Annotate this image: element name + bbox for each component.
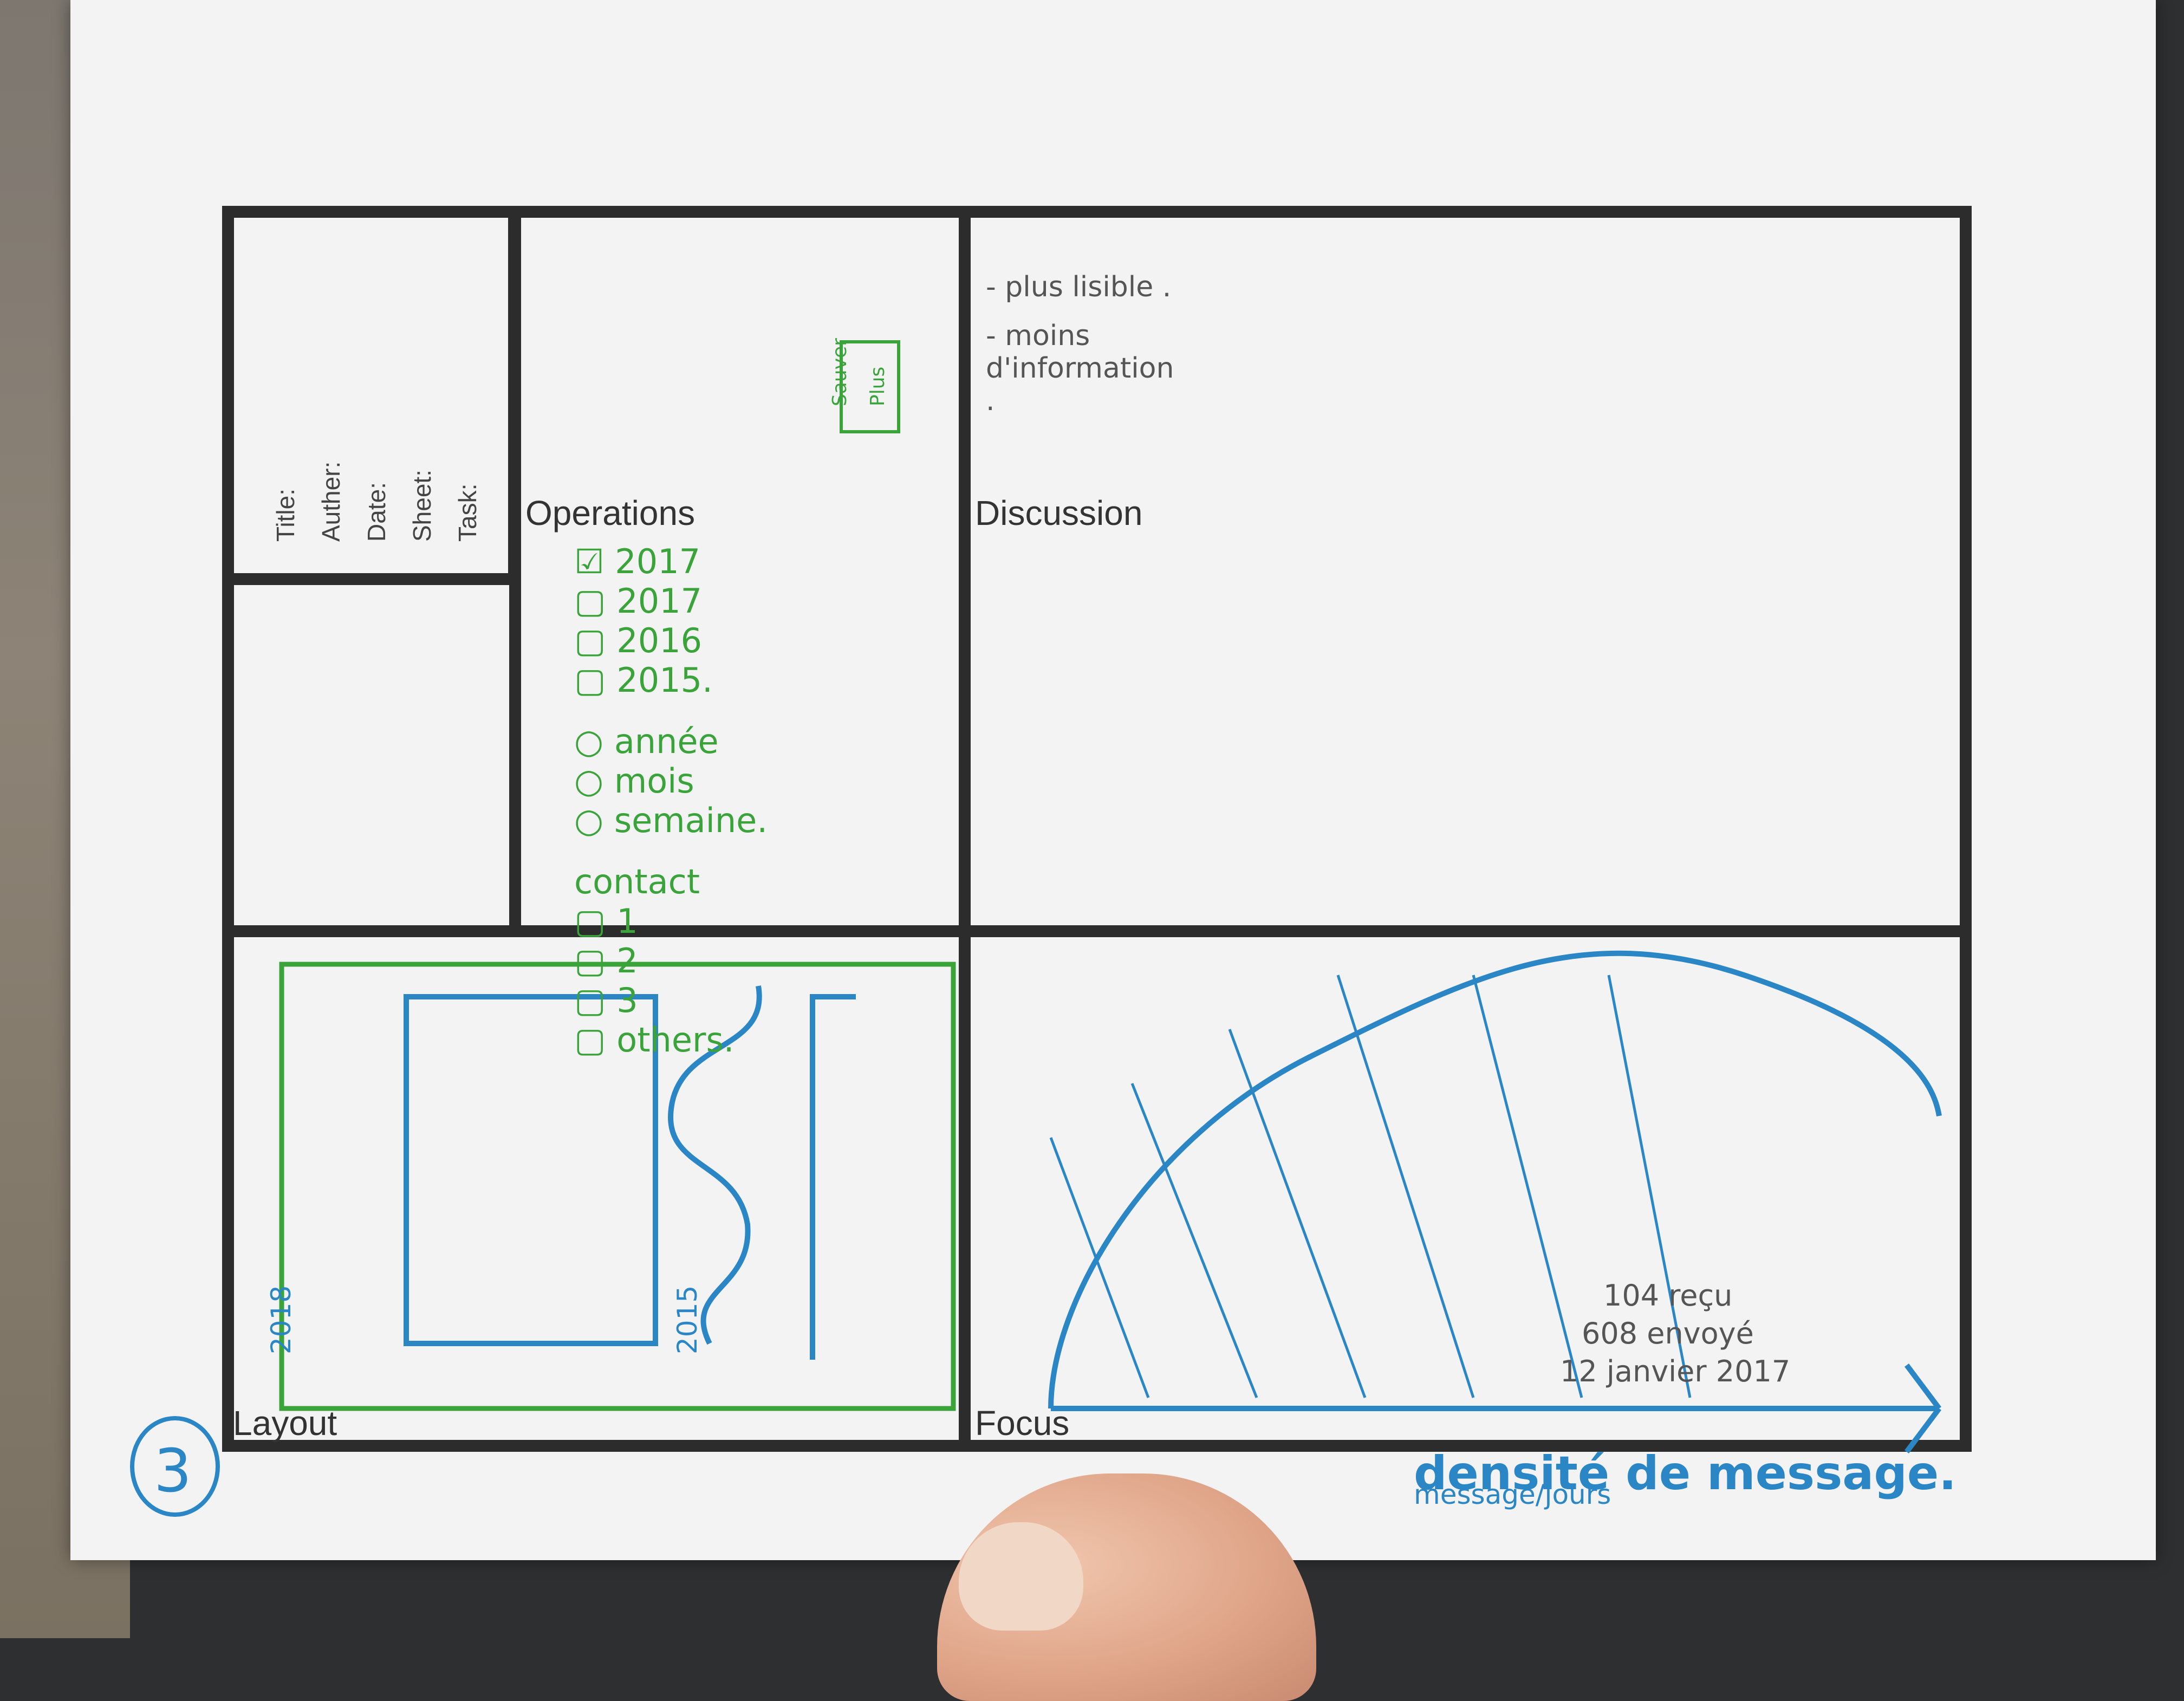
granularity-option[interactable]: ○ mois — [574, 761, 694, 801]
year-option[interactable]: ▢ 2017 — [574, 581, 703, 621]
task-label: Task: — [453, 483, 482, 542]
focus-axis-label: message/jours — [1414, 1479, 1611, 1510]
save-button[interactable]: Sauver — [829, 338, 851, 406]
discussion-item: - moins d'information . — [986, 320, 1174, 417]
sheet-label: Sheet: — [408, 470, 436, 542]
year-option[interactable]: ▢ 2015. — [574, 660, 713, 700]
discussion-label: Discussion — [975, 494, 1143, 533]
focus-annotation-received: 104 reçu — [1603, 1278, 1733, 1313]
granularity-list: ○ année ○ mois ○ semaine. — [574, 722, 926, 840]
focus-chart-sketch — [1048, 950, 1942, 1453]
contact-option[interactable]: ▢ 1 — [574, 901, 638, 941]
operations-divider — [509, 206, 521, 937]
title-label: Title: — [271, 489, 300, 542]
focus-annotation-sent: 608 envoyé — [1582, 1316, 1754, 1351]
more-button[interactable]: Plus — [867, 366, 889, 406]
operations-label: Operations — [525, 494, 696, 533]
contact-heading: contact — [574, 862, 700, 901]
layout-axis-bottom: 2015 — [672, 1285, 703, 1354]
discussion-item: - plus lisible . — [986, 271, 1172, 303]
layout-timeline-box — [404, 994, 658, 1346]
operations-list: ☑ 2017 ▢ 2017 ▢ 2016 ▢ 2015. ○ année ○ m… — [574, 542, 926, 1060]
contact-list: ▢ 1 ▢ 2 ▢ 3 ▢ others. — [574, 901, 926, 1060]
granularity-option[interactable]: ○ année — [574, 722, 719, 761]
year-option[interactable]: ☑ 2017 — [574, 542, 701, 581]
date-label: Date: — [362, 482, 391, 542]
layout-green-frame — [279, 962, 956, 1411]
focus-annotation-date: 12 janvier 2017 — [1560, 1354, 1791, 1388]
contact-option[interactable]: ▢ 2 — [574, 941, 638, 981]
year-option[interactable]: ▢ 2016 — [574, 621, 703, 660]
author-label: Auther: — [317, 461, 345, 542]
horizontal-divider — [959, 206, 971, 1452]
focus-x-axis — [1904, 1364, 1941, 1453]
layout-sketch — [279, 962, 956, 1411]
layout-axis — [810, 994, 856, 1360]
thumbnail-nail — [959, 1522, 1083, 1631]
info-labels: Title: Auther: Date: Sheet: Task: — [271, 462, 498, 542]
granularity-option[interactable]: ○ semaine. — [574, 801, 768, 840]
discussion-list: - plus lisible . - moins d'information . — [986, 271, 1181, 417]
focus-density-curve — [1048, 950, 1942, 1409]
worksheet: Title: Auther: Date: Sheet: Task: Layout… — [87, 76, 2118, 1571]
sheet-number: 3 — [154, 1436, 192, 1505]
layout-wave — [668, 985, 762, 1345]
contact-option[interactable]: ▢ others. — [574, 1020, 734, 1060]
focus-hatching — [1049, 975, 1692, 1398]
year-list: ☑ 2017 ▢ 2017 ▢ 2016 ▢ 2015. — [574, 542, 926, 700]
layout-axis-top: 2018 — [265, 1285, 297, 1354]
contact-option[interactable]: ▢ 3 — [574, 981, 638, 1020]
